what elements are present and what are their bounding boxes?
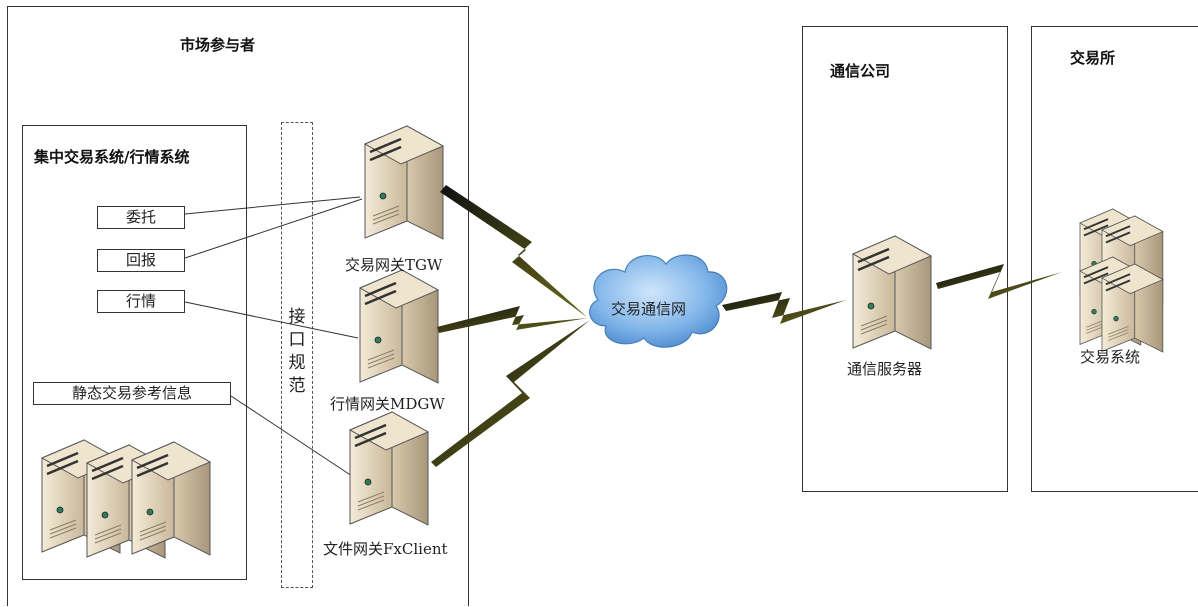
link-bolt-tgw (440, 185, 588, 318)
quote-label: 行情 (97, 290, 185, 313)
interface-spec-text: 接 口 规 范 (282, 306, 312, 398)
network-cloud-icon (589, 254, 728, 348)
telecom-server-label: 通信服务器 (847, 360, 923, 378)
telecom-company-title: 通信公司 (830, 62, 891, 80)
system-server-icon (130, 440, 212, 557)
link-bolt-mdgw (437, 306, 588, 333)
exchange-server-icon (1101, 263, 1164, 354)
link-bolt-telecom (722, 292, 846, 324)
interface-spec-char: 范 (288, 376, 306, 396)
link-bolt-exchange (936, 264, 1062, 299)
mdgw-server-icon (358, 268, 440, 385)
tgw-label: 交易网关TGW (345, 256, 443, 274)
link-bolt-fx (431, 320, 590, 467)
central-trading-system-title: 集中交易系统/行情系统 (34, 148, 190, 166)
fx-server-icon (348, 410, 430, 527)
interface-spec-box (281, 122, 313, 588)
tgw-server-icon (363, 124, 445, 241)
market-participant-title: 市场参与者 (180, 36, 256, 54)
network-cloud-label: 交易通信网 (611, 300, 687, 318)
interface-spec-char: 规 (288, 353, 306, 373)
report-label: 回报 (97, 249, 185, 272)
exchange-title: 交易所 (1070, 49, 1116, 67)
telecom-server-icon (851, 234, 933, 351)
exchange-system-label: 交易系统 (1080, 348, 1141, 366)
entrust-label: 委托 (97, 206, 185, 229)
mdgw-label: 行情网关MDGW (330, 395, 445, 413)
fx-label: 文件网关FxClient (323, 540, 448, 558)
interface-spec-char: 接 (288, 307, 306, 327)
static-info-label: 静态交易参考信息 (33, 382, 231, 405)
interface-spec-char: 口 (288, 330, 306, 350)
